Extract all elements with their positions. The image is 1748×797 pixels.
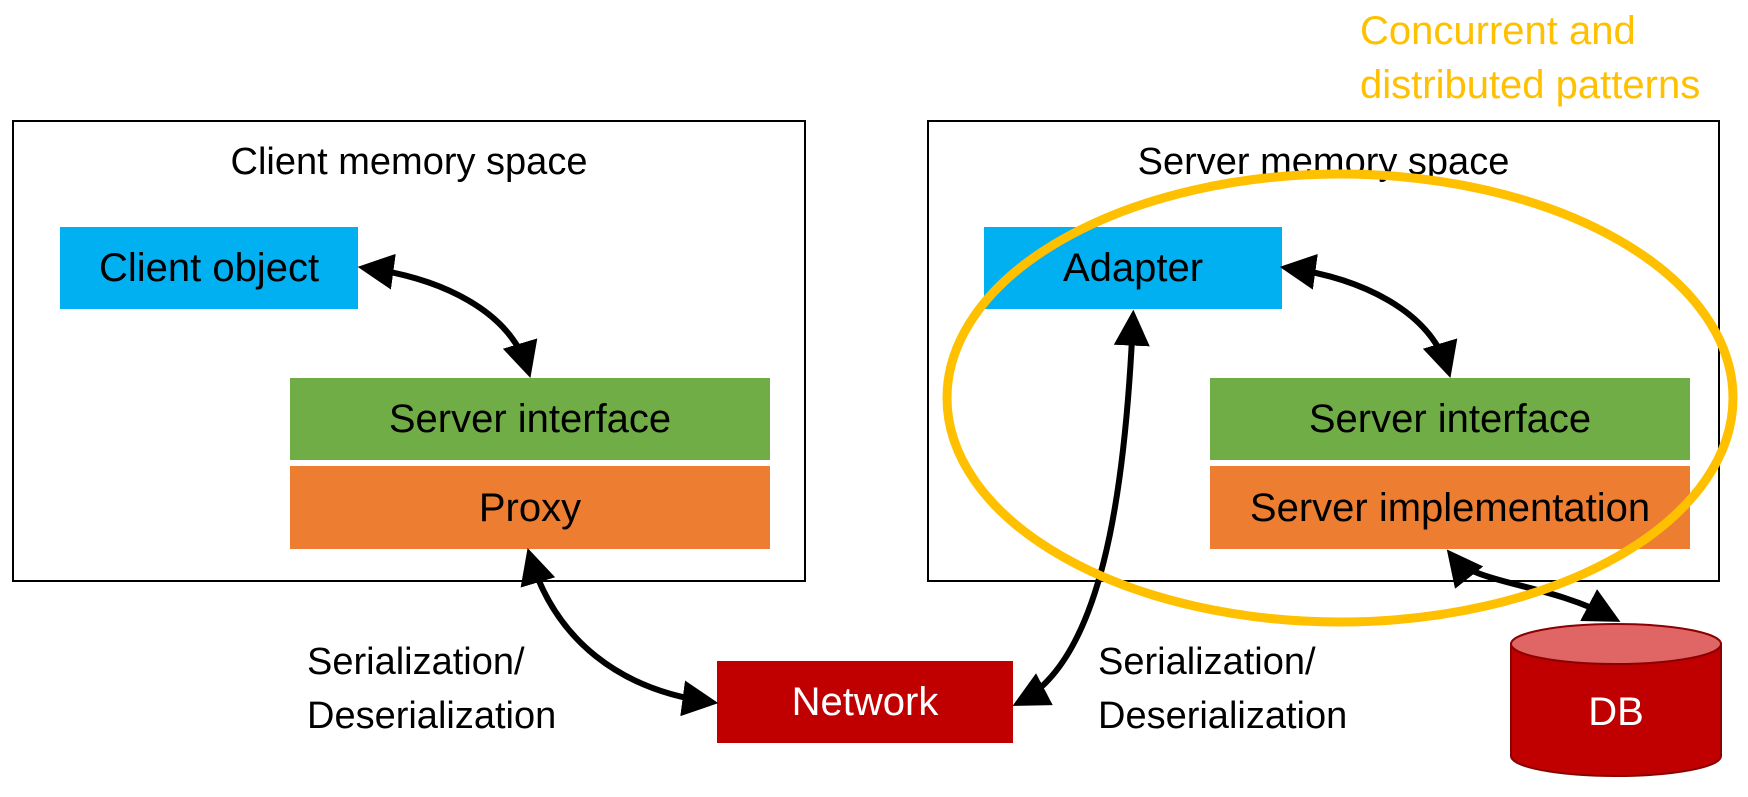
client-memory-space: Client memory space — [12, 120, 806, 582]
serialization-left-line1: Serialization/ — [307, 641, 525, 683]
patterns-line2: distributed patterns — [1360, 63, 1701, 107]
arrow-client-object-interface — [357, 253, 538, 379]
database-cylinder — [1510, 623, 1722, 777]
server-implementation-box: Server implementation — [1210, 466, 1690, 549]
patterns-label: Concurrent and distributed patterns — [1360, 4, 1700, 112]
server-server-interface-box: Server interface — [1210, 378, 1690, 460]
arrow-proxy-network — [520, 547, 719, 717]
database-label: DB — [1588, 690, 1644, 734]
arrow-network-adapter — [1012, 309, 1150, 706]
patterns-line1: Concurrent and — [1360, 9, 1636, 53]
serialization-left-label: Serialization/ Deserialization — [307, 635, 556, 743]
serialization-left-line2: Deserialization — [307, 695, 557, 737]
arrow-adapter-interface — [1279, 253, 1458, 379]
arrow-implementation-db — [1446, 549, 1621, 622]
proxy-box: Proxy — [290, 466, 770, 549]
patterns-highlight-ellipse — [942, 169, 1738, 627]
client-memory-title: Client memory space — [230, 141, 588, 183]
client-server-interface-box: Server interface — [290, 378, 770, 460]
adapter-box: Adapter — [984, 227, 1282, 309]
client-object-box: Client object — [60, 227, 358, 309]
network-box: Network — [717, 661, 1013, 743]
